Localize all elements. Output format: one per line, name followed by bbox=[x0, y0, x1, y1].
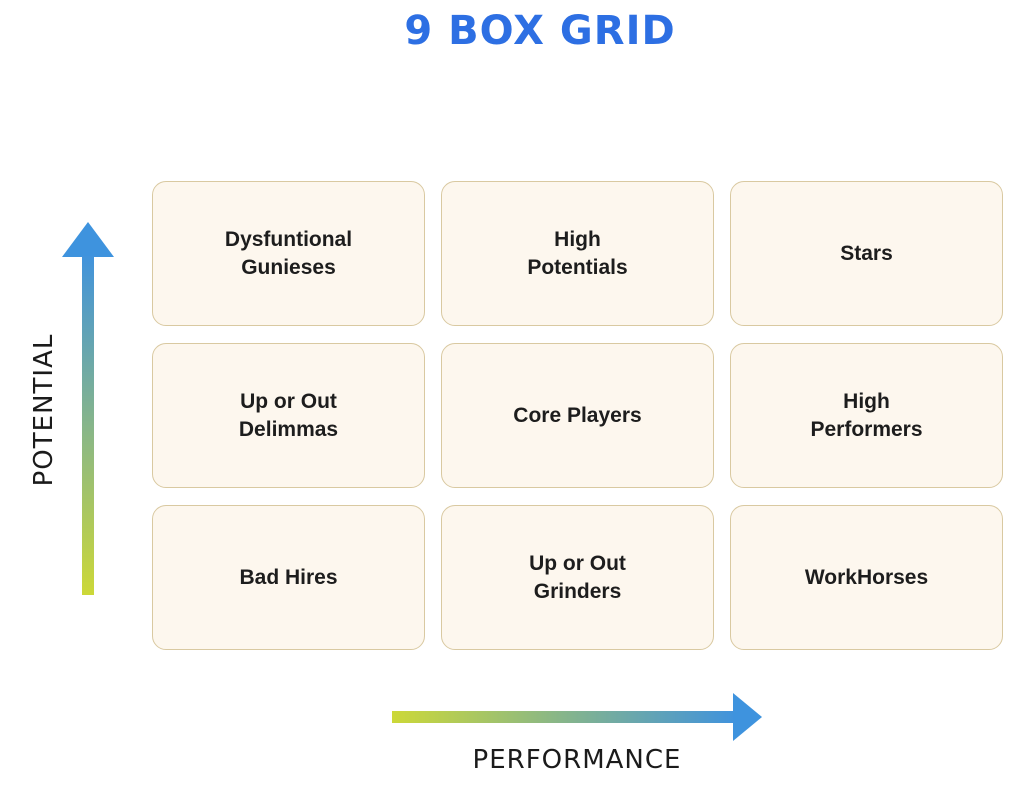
cell-label-line: Stars bbox=[840, 241, 893, 265]
potential-arrow-head-icon bbox=[62, 222, 114, 257]
cell-label-line: WorkHorses bbox=[804, 565, 929, 589]
cell-dysfunctional-geniuses: Dysfuntional Gunieses bbox=[152, 181, 425, 326]
cell-label-line: Core Players bbox=[513, 403, 642, 427]
potential-arrow-shaft bbox=[82, 256, 94, 595]
cell-label-line: Gunieses bbox=[241, 255, 336, 279]
x-axis-label: PERFORMANCE bbox=[472, 745, 682, 775]
cell-label-line: High bbox=[554, 227, 601, 251]
cell-label-line: Delimmas bbox=[238, 417, 339, 441]
cell-label-line: Up or Out bbox=[529, 551, 626, 575]
cell-workhorses: WorkHorses bbox=[730, 505, 1003, 650]
cell-label-line: Potentials bbox=[527, 255, 628, 279]
cell-label-line: Up or Out bbox=[240, 389, 337, 413]
cell-high-performers: High Performers bbox=[730, 343, 1003, 488]
cell-label-line: Grinders bbox=[533, 579, 622, 603]
performance-arrow-head-icon bbox=[733, 693, 762, 741]
performance-arrow-shaft bbox=[392, 711, 733, 723]
cell-high-potentials: High Potentials bbox=[441, 181, 714, 326]
cell-up-or-out-grinders: Up or Out Grinders bbox=[441, 505, 714, 650]
cell-label-line: Bad Hires bbox=[239, 565, 338, 589]
cell-stars: Stars bbox=[730, 181, 1003, 326]
cell-bad-hires: Bad Hires bbox=[152, 505, 425, 650]
page-title: 9 BOX GRID bbox=[404, 8, 676, 54]
nine-box-grid: Dysfuntional Gunieses High Potentials St… bbox=[152, 181, 1003, 650]
y-axis-label: POTENTIAL bbox=[29, 333, 59, 487]
cell-label-line: Performers bbox=[810, 417, 923, 441]
cell-label-line: High bbox=[843, 389, 890, 413]
cell-label-line: Dysfuntional bbox=[224, 227, 353, 251]
cell-up-or-out-dilemmas: Up or Out Delimmas bbox=[152, 343, 425, 488]
cell-core-players: Core Players bbox=[441, 343, 714, 488]
